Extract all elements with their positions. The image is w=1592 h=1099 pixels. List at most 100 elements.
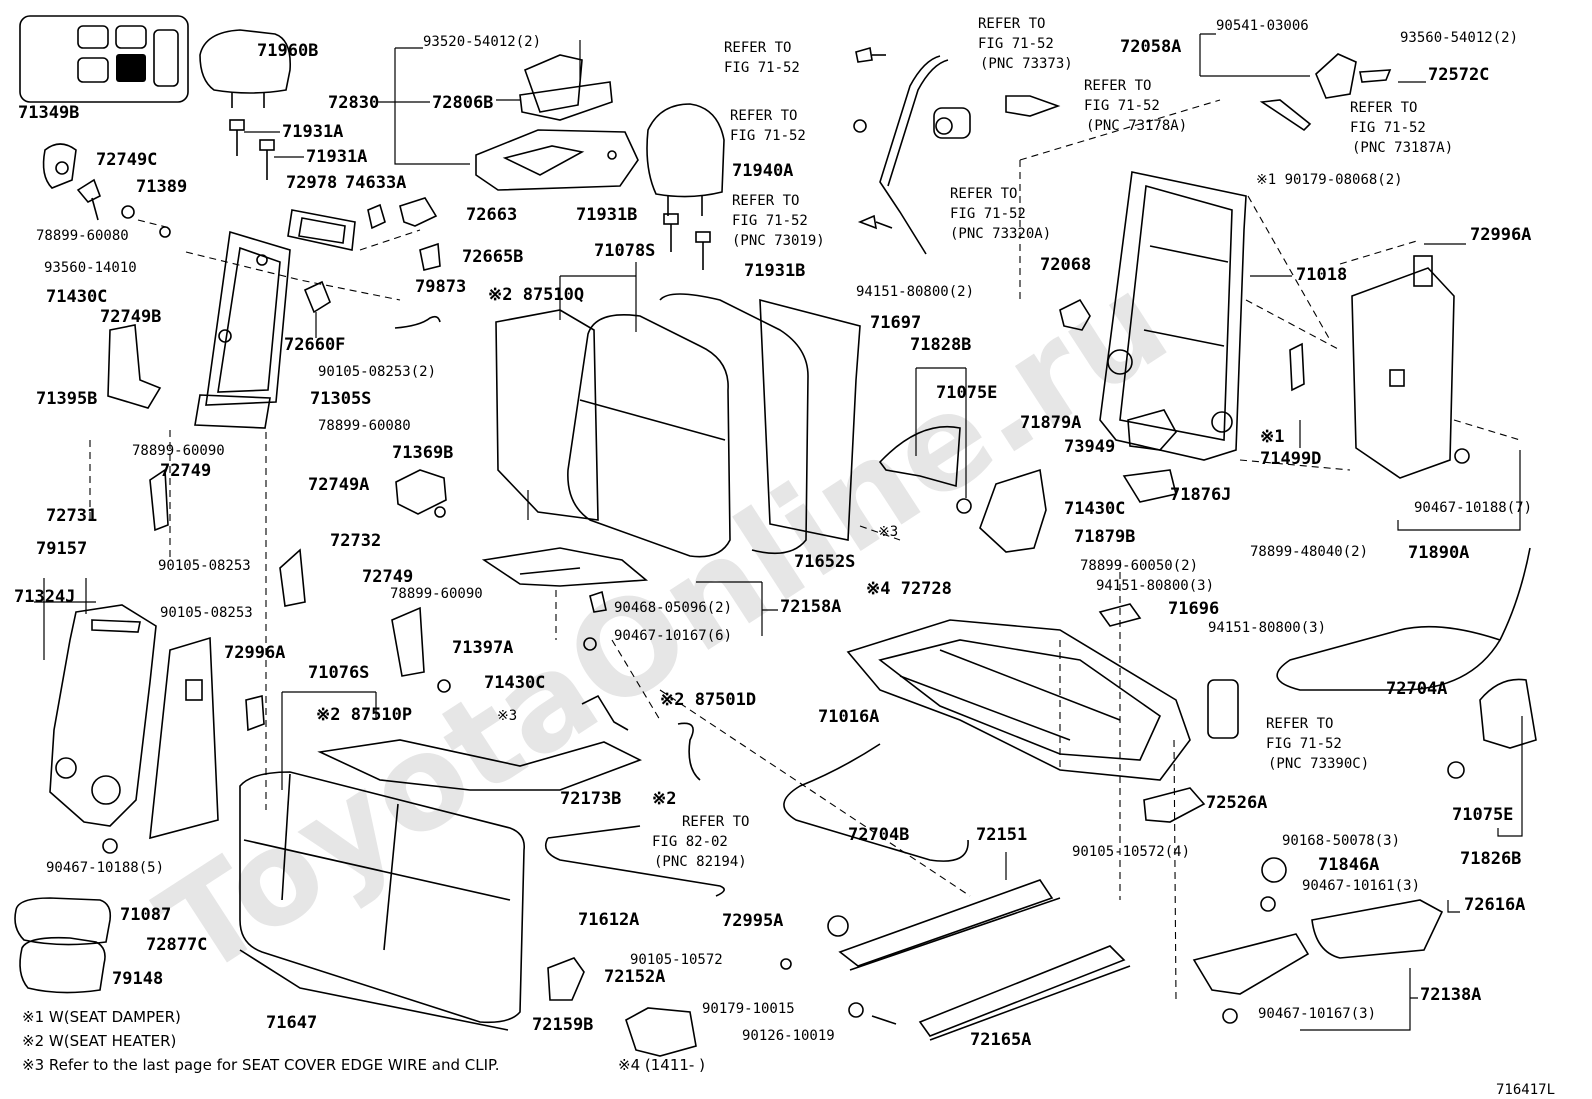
heater-87510q	[495, 309, 599, 521]
part-label-71018: 71018	[1296, 265, 1347, 285]
part-label-72996A-1: 72996A	[224, 643, 285, 663]
seat-cushion-71647	[239, 771, 526, 1031]
clip-72996a	[245, 694, 265, 732]
part-label-71324J: 71324J	[14, 587, 75, 607]
headrest-71960b	[199, 29, 292, 108]
part-label-90168-50078: 90168-50078(3)	[1282, 833, 1400, 849]
cover-72616a	[1260, 896, 1444, 959]
guide-71931b	[663, 213, 711, 270]
cover-72978	[287, 209, 356, 251]
part-label-72572C: 72572C	[1428, 65, 1489, 85]
seat-frame-71016a	[846, 619, 1191, 781]
part-label-78899-60090a: 78899-60090	[132, 443, 225, 459]
bracket-71349b	[42, 143, 77, 189]
part-label-72159B: 72159B	[532, 1015, 593, 1035]
part-label-refer-73373c: (PNC 73373)	[980, 56, 1073, 72]
bolt-left	[853, 46, 893, 230]
footnotes: ※1 W(SEAT DAMPER) ※2 W(SEAT HEATER) ※3 R…	[22, 1008, 705, 1074]
part-label-90126-10019: 90126-10019	[742, 1028, 835, 1044]
clip-72665b	[419, 242, 441, 271]
cable-72704b	[783, 743, 969, 862]
part-label-74633A: 74633A	[345, 173, 406, 193]
heater-87510p	[317, 739, 642, 791]
part-label-71078S: 71078S	[594, 241, 655, 261]
part-label-71430C-2: 71430C	[484, 673, 545, 693]
bracket-72663	[399, 197, 438, 227]
part-label-71076S: 71076S	[308, 663, 369, 683]
part-label-72830: 72830	[328, 93, 379, 113]
part-label-72749B: 72749B	[100, 307, 161, 327]
board-71697	[759, 298, 861, 541]
part-label-72728: ※4 72728	[866, 579, 952, 599]
part-label-refer-71-52c3: (PNC 73019)	[732, 233, 825, 249]
cover-71826b	[1447, 678, 1537, 779]
part-label-refer-73320a: REFER TO	[950, 186, 1017, 202]
part-label-72749C: 72749C	[96, 150, 157, 170]
part-label-refer-71-52b2: FIG 71-52	[730, 128, 806, 144]
part-label-93560-14010: 93560-14010	[44, 260, 137, 276]
part-label-78899-60080a: 78899-60080	[36, 228, 129, 244]
part-label-94151-80800-2: 94151-80800(2)	[856, 284, 974, 300]
part-label-71430C-1: 71430C	[46, 287, 107, 307]
part-label-71931B-2: 71931B	[744, 261, 805, 281]
seat-position-icon	[19, 15, 189, 103]
clip-71075e	[956, 498, 972, 514]
part-label-71369B: 71369B	[392, 443, 453, 463]
part-label-refer-73187a: REFER TO	[1350, 100, 1417, 116]
headrest-71940a	[646, 103, 725, 216]
part-label-72704A: 72704A	[1386, 679, 1447, 699]
part-label-72660F: 72660F	[284, 335, 345, 355]
rail-72151	[838, 879, 1061, 971]
armrest-pad-79148	[19, 936, 106, 994]
part-label-refer-82-02b: FIG 82-02	[652, 834, 728, 850]
part-label-72731: 72731	[46, 506, 97, 526]
part-label-71430C-3: 71430C	[1064, 499, 1125, 519]
part-label-refer-82-02: ※2	[652, 789, 676, 809]
cover-72138a	[1192, 933, 1310, 1024]
part-label-71075E-2: 71075E	[1452, 805, 1513, 825]
part-label-90468-05096: 90468-05096(2)	[614, 600, 732, 616]
cover-71828b	[878, 426, 961, 488]
heater-pad-72158a	[481, 547, 649, 651]
part-label-71389: 71389	[136, 177, 187, 197]
wire-79873	[394, 315, 441, 329]
part-label-72616A: 72616A	[1464, 895, 1525, 915]
part-label-71499D: ※1	[1260, 427, 1284, 447]
part-label-90105-08253b: 90105-08253	[160, 605, 253, 621]
bracket-72660f	[303, 280, 331, 338]
part-label-71879A: 71879A	[1020, 413, 1081, 433]
part-label-71931A-1: 71931A	[282, 122, 343, 142]
part-label-72996A-2: 72996A	[1470, 225, 1531, 245]
part-label-72704B: 72704B	[848, 825, 909, 845]
part-label-87510Q: ※2 87510Q	[488, 285, 584, 305]
part-label-refer-73187c: (PNC 73187A)	[1352, 140, 1453, 156]
bracket-72731	[149, 468, 169, 532]
part-label-90179-10015: 90179-10015	[702, 1001, 795, 1017]
part-label-71499D: 71499D	[1260, 449, 1321, 469]
part-label-x3-b: ※3	[878, 524, 898, 540]
part-label-71931A-2: 71931A	[306, 147, 367, 167]
buckle-refer-73390c	[1207, 679, 1239, 739]
part-label-refer-82-02a: REFER TO	[682, 814, 749, 830]
part-label-72663: 72663	[466, 205, 517, 225]
part-label-71940A: 71940A	[732, 161, 793, 181]
part-label-94151-80800-3b: 94151-80800(3)	[1208, 620, 1326, 636]
part-label-71879B: 71879B	[1074, 527, 1135, 547]
cover-72526a	[1143, 787, 1206, 823]
part-label-71075E-1: 71075E	[936, 383, 997, 403]
part-label-refer-73187b: FIG 71-52	[1350, 120, 1426, 136]
part-label-72173B: 72173B	[560, 789, 621, 809]
part-label-71931B-1: 71931B	[576, 205, 637, 225]
part-label-refer-71-52a2: FIG 71-52	[724, 60, 800, 76]
cover-72152a	[547, 957, 585, 1001]
seatback-frame-71018	[1099, 171, 1247, 461]
part-label-90467-10167-3: 90467-10167(3)	[1258, 1006, 1376, 1022]
part-label-78899-60090b: 78899-60090	[390, 586, 483, 602]
part-label-90467-10161: 90467-10161(3)	[1302, 878, 1420, 894]
part-label-87501D: ※2 87501D	[660, 690, 756, 710]
lever-72068	[1059, 298, 1091, 331]
part-label-90541-03006: 90541-03006	[1216, 18, 1309, 34]
part-label-78899-48040: 78899-48040(2)	[1250, 544, 1368, 560]
part-label-93560-54012: 93560-54012(2)	[1400, 30, 1518, 46]
